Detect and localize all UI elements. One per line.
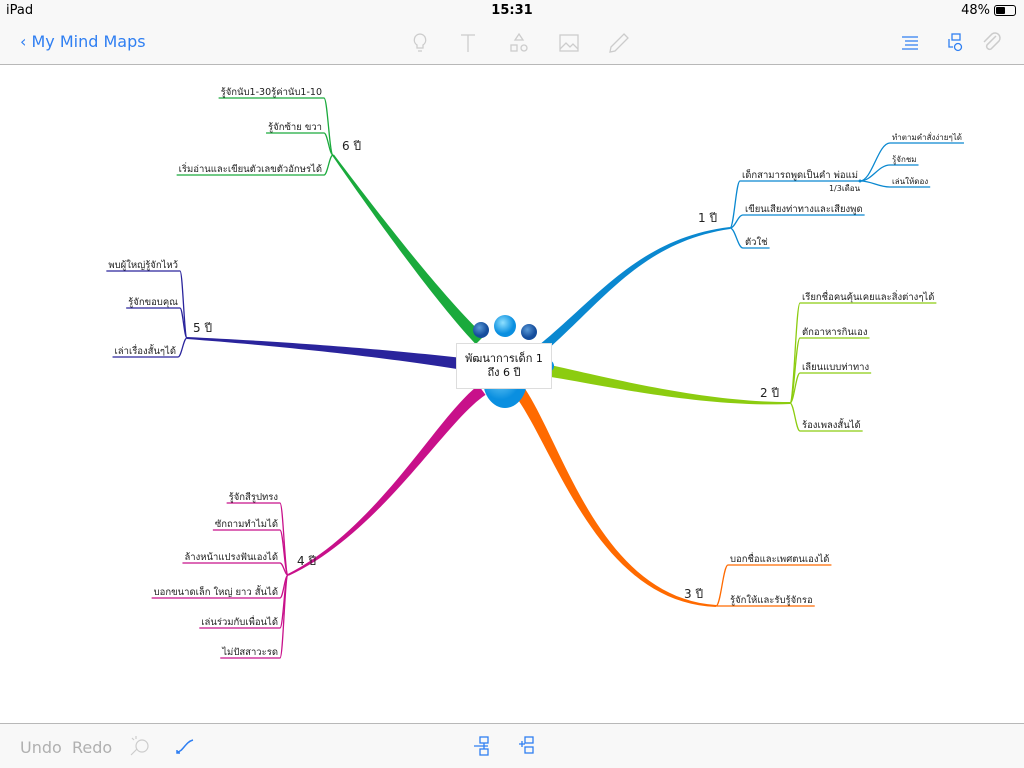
child-topic[interactable]: เด็กสามารถพูดเป็นคำ พ่อแม่ (742, 168, 858, 181)
branch-label[interactable]: 5 ปี (193, 321, 212, 335)
central-topic-label: พัฒนาการเด็ก 1 ถึง 6 ปี (456, 343, 552, 389)
child-topic-line (220, 574, 289, 659)
child-topic[interactable]: รู้จักสีรูปทรง (229, 491, 278, 503)
child-topic-line (176, 154, 334, 176)
mind-map-canvas[interactable]: 1 ปี เด็กสามารถพูดเป็นคำ พ่อแม่เขียนเสียง… (0, 65, 1024, 723)
branch-connector (186, 337, 471, 371)
child-topic-line (226, 502, 289, 576)
child-topic-line (715, 564, 832, 607)
child-topic[interactable]: พบผู้ใหญ่รู้จักไหว้ (108, 259, 178, 271)
branch-label[interactable]: 3 ปี (684, 587, 703, 601)
child-topic[interactable]: บอกขนาดเล็ก ใหญ่ ยาว สั้นได้ (154, 585, 278, 598)
child-topic-line (266, 132, 334, 156)
child-topic-line (729, 180, 861, 229)
lightbulb-icon[interactable] (408, 31, 432, 55)
child-topic[interactable]: เล่นร่วมกับเพื่อนได้ (201, 615, 278, 628)
branch-b1: 1 ปี เด็กสามารถพูดเป็นคำ พ่อแม่เขียนเสียง… (537, 131, 964, 354)
text-icon[interactable] (456, 31, 480, 55)
child-topic[interactable]: ร้องเพลงสั้นได้ (802, 418, 861, 431)
child-topic[interactable]: ซักถามทำไมได้ (215, 518, 278, 530)
child-topic[interactable]: ล้างหน้าแปรงฟันเองได้ (184, 551, 278, 563)
branch-label[interactable]: 6 ปี (342, 139, 361, 153)
add-child-icon[interactable] (470, 734, 494, 758)
add-sibling-icon[interactable] (515, 734, 539, 758)
sub-topic-label[interactable]: 1/3เดือน (829, 184, 861, 193)
clock: 15:31 (491, 3, 533, 18)
child-topic[interactable]: เรียกชื่อคนคุ้นเคยและสิ่งต่างๆได้ (802, 290, 934, 303)
map-settings-icon[interactable] (943, 31, 967, 55)
back-button[interactable]: ‹ My Mind Maps (20, 32, 146, 51)
child-topic[interactable]: รู้จักขอบคุณ (128, 297, 178, 308)
child-topic-line (182, 562, 289, 576)
sub-child-topic-line (859, 142, 964, 182)
child-topic[interactable]: ตัวใช่ (745, 236, 768, 248)
battery-icon (994, 5, 1016, 16)
child-topic[interactable]: ตักอาหารกินเอง (802, 327, 868, 338)
magic-hand-icon[interactable] (128, 734, 152, 758)
sub-child-topic[interactable]: ทำตามคำสั่งง่ายๆได้ (892, 131, 962, 142)
branch-b2: 2 ปี เรียกชื่อคนคุ้นเคยและสิ่งต่างๆได้ตัก… (543, 290, 937, 432)
attachment-icon[interactable] (980, 31, 1004, 55)
child-topic[interactable]: เขียนเสียงท่าทางและเสียงพูด (745, 203, 863, 215)
child-topic-line (789, 372, 872, 404)
child-topic[interactable]: เลียนแบบท่าทาง (802, 361, 869, 373)
branch-connector (543, 364, 791, 405)
child-topic[interactable]: เล่าเรื่องสั้นๆได้ (115, 344, 176, 357)
child-topic[interactable]: รู้จักให้และรับรู้จักรอ (730, 594, 813, 606)
branch-label[interactable]: 4 ปี (297, 554, 316, 568)
battery-percent: 48% (961, 3, 990, 18)
image-icon[interactable] (557, 31, 581, 55)
branch-connector (287, 385, 486, 576)
sub-child-topic[interactable]: รู้จักชม (892, 155, 917, 165)
redo-button[interactable]: Redo (72, 738, 113, 757)
child-topic-line (789, 402, 863, 432)
branch-connector (332, 154, 485, 345)
battery-area: 48% (961, 3, 1016, 18)
child-topic[interactable]: บอกชื่อและเพศตนเองได้ (730, 552, 829, 565)
child-topic-line (126, 307, 188, 339)
navigation-bar: ‹ My Mind Maps (0, 22, 1024, 65)
connector-icon[interactable] (173, 734, 197, 758)
child-topic-line (729, 227, 770, 249)
child-topic-line (789, 302, 937, 404)
outline-list-icon[interactable] (898, 31, 922, 55)
child-topic[interactable]: รู้จักนับ1-30รู้ค่านับ1-10 (221, 87, 322, 98)
sub-child-topic-line (860, 180, 931, 188)
child-topic[interactable]: เริ่มอ่านและเขียนตัวเลขตัวอักษรได้ (179, 162, 322, 175)
branch-connector (537, 227, 731, 354)
device-name: iPad (6, 3, 34, 18)
branch-b6: 6 ปี รู้จักนับ1-30รู้ค่านับ1-10 รู้จักซ้าย… (176, 87, 485, 345)
branch-b3: 3 ปี บอกชื่อและเพศตนเองได้รู้จักให้และรับ… (515, 388, 832, 607)
bottom-toolbar: Undo Redo (0, 723, 1024, 768)
sub-child-topic[interactable]: เล่นให้ดอง (892, 177, 928, 186)
undo-button[interactable]: Undo (20, 738, 62, 757)
child-topic[interactable]: ไม่ปัสสาวะรด (221, 646, 278, 658)
sub-child-topic-line (859, 164, 919, 182)
branch-label[interactable]: 1 ปี (698, 211, 717, 225)
child-topic-line (729, 214, 865, 229)
back-label: My Mind Maps (31, 32, 146, 51)
status-bar: iPad 15:31 48% (0, 0, 1024, 22)
branch-b4: 4 ปี รู้จักสีรูปทรงซักถามทำไมได้ล้างหน้าแ… (151, 385, 486, 659)
child-topic-line (112, 337, 188, 358)
branch-b5: 5 ปี พบผู้ใหญ่รู้จักไหว้รู้จักขอบคุณเล่าเ… (106, 259, 471, 371)
child-topic[interactable]: รู้จักซ้าย ขวา (268, 122, 322, 133)
child-topic-line (212, 529, 289, 576)
pencil-icon[interactable] (607, 31, 631, 55)
shapes-icon[interactable] (507, 31, 531, 55)
branch-label[interactable]: 2 ปี (760, 386, 779, 400)
branch-connector (515, 388, 717, 607)
